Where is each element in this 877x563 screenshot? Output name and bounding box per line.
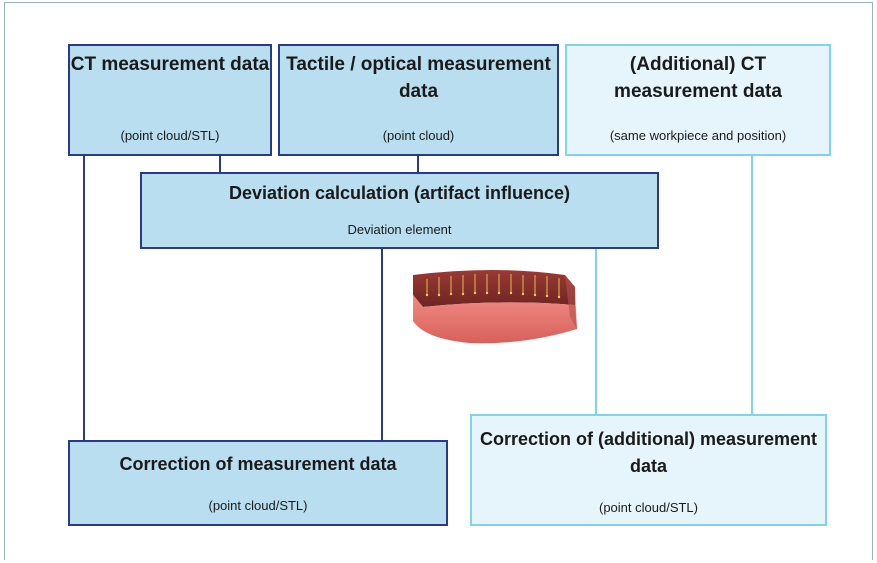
additional-ct-data-title: (Additional) CT measurement data [614, 54, 782, 102]
correction-additional-data-subtitle: (point cloud/STL) [599, 500, 698, 515]
ct-measurement-data-title: CT measurement data [70, 54, 270, 75]
ct-measurement-data-box: CT measurement data (point cloud/STL) [68, 44, 272, 156]
diagram-frame [4, 2, 873, 560]
tactile-optical-data-title: Tactile / optical measurement data [286, 54, 551, 102]
deviation-calculation-title: Deviation calculation (artifact influenc… [228, 183, 571, 203]
correction-measurement-data-title: Correction of measurement data [119, 454, 397, 474]
additional-ct-data-box: (Additional) CT measurement data (same w… [565, 44, 831, 156]
correction-additional-data-box: Correction of (additional) measurement d… [470, 414, 827, 526]
tactile-optical-data-subtitle: (point cloud) [382, 128, 455, 143]
deviation-calculation-box: Deviation calculation (artifact influenc… [140, 172, 659, 249]
ct-measurement-data-subtitle: (point cloud/STL) [120, 128, 220, 143]
correction-measurement-data-box: Correction of measurement data (point cl… [68, 440, 448, 526]
correction-measurement-data-subtitle: (point cloud/STL) [208, 498, 308, 513]
tactile-optical-data-box: Tactile / optical measurement data (poin… [278, 44, 559, 156]
deviation-element-label: Deviation element [347, 222, 452, 237]
additional-ct-data-subtitle: (same workpiece and position) [609, 128, 787, 143]
workpiece-illustration [413, 270, 577, 344]
correction-additional-data-title: Correction of (additional) measurement d… [479, 429, 818, 476]
